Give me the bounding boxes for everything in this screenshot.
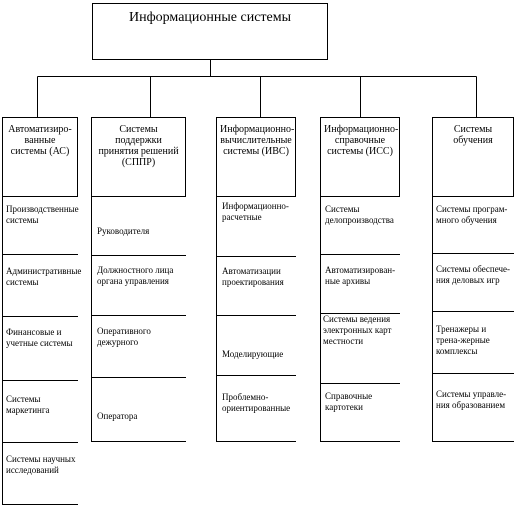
category-header-sppr: Системы поддержки принятия решений (СППР… xyxy=(91,117,186,196)
list-item: Информационно-расчетные xyxy=(216,196,296,256)
list-item: Оперативного дежурного xyxy=(91,315,186,377)
divider xyxy=(91,196,186,197)
divider xyxy=(216,256,296,257)
divider xyxy=(2,254,78,255)
divider xyxy=(2,442,78,443)
divider xyxy=(91,255,186,256)
list-item: Моделирующие xyxy=(216,315,296,375)
divider xyxy=(91,441,186,442)
divider xyxy=(91,315,186,316)
divider xyxy=(432,311,514,312)
divider xyxy=(320,196,400,197)
list-item: Руководителя xyxy=(91,196,186,255)
list-item: Должностного лица органа управления xyxy=(91,255,186,315)
list-item: Системы ведения электронных карт местнос… xyxy=(320,313,400,383)
list-item: Системы обеспече-ния деловых игр xyxy=(432,253,514,311)
divider xyxy=(216,375,296,376)
category-header-ivs: Информационно-вычислительные системы (ИВ… xyxy=(216,117,296,196)
list-item: Проблемно-ориентированные xyxy=(216,375,296,441)
divider xyxy=(320,383,400,384)
divider xyxy=(320,254,400,255)
divider xyxy=(216,441,296,442)
divider xyxy=(2,380,78,381)
divider xyxy=(320,441,400,442)
list-item: Системы научных исследований xyxy=(2,442,78,504)
divider xyxy=(91,377,186,378)
list-item: Автоматизации проектирования xyxy=(216,256,296,315)
divider xyxy=(2,504,78,505)
divider xyxy=(2,316,78,317)
root-node: Информационные системы xyxy=(92,3,328,60)
divider xyxy=(2,196,78,197)
list-item: Оператора xyxy=(91,377,186,441)
root-label: Информационные системы xyxy=(128,10,292,25)
divider xyxy=(216,315,296,316)
list-item: Системы програм-много обучения xyxy=(432,196,514,253)
divider xyxy=(432,253,514,254)
category-header-as: Автоматизиро-ванные системы (АС) xyxy=(2,117,78,196)
divider xyxy=(320,313,400,314)
list-item: Системы управле-ния образованием xyxy=(432,373,514,441)
list-item: Тренажеры и трена-жерные комплексы xyxy=(432,311,514,373)
list-item: Системы маркетинга xyxy=(2,380,78,442)
divider xyxy=(216,196,296,197)
divider xyxy=(432,441,514,442)
list-item: Финансовые и учетные системы xyxy=(2,316,78,380)
category-header-iss: Информационно-справочные системы (ИСС) xyxy=(320,117,400,196)
list-item: Административные системы xyxy=(2,254,81,316)
list-item: Автоматизирован-ные архивы xyxy=(320,254,400,313)
divider xyxy=(432,373,514,374)
list-item: Системы делопроизводства xyxy=(320,196,400,254)
list-item: Производственные системы xyxy=(2,196,79,254)
divider xyxy=(432,196,514,197)
category-header-learning: Системы обучения xyxy=(432,117,514,196)
list-item: Справочные картотеки xyxy=(320,383,400,441)
